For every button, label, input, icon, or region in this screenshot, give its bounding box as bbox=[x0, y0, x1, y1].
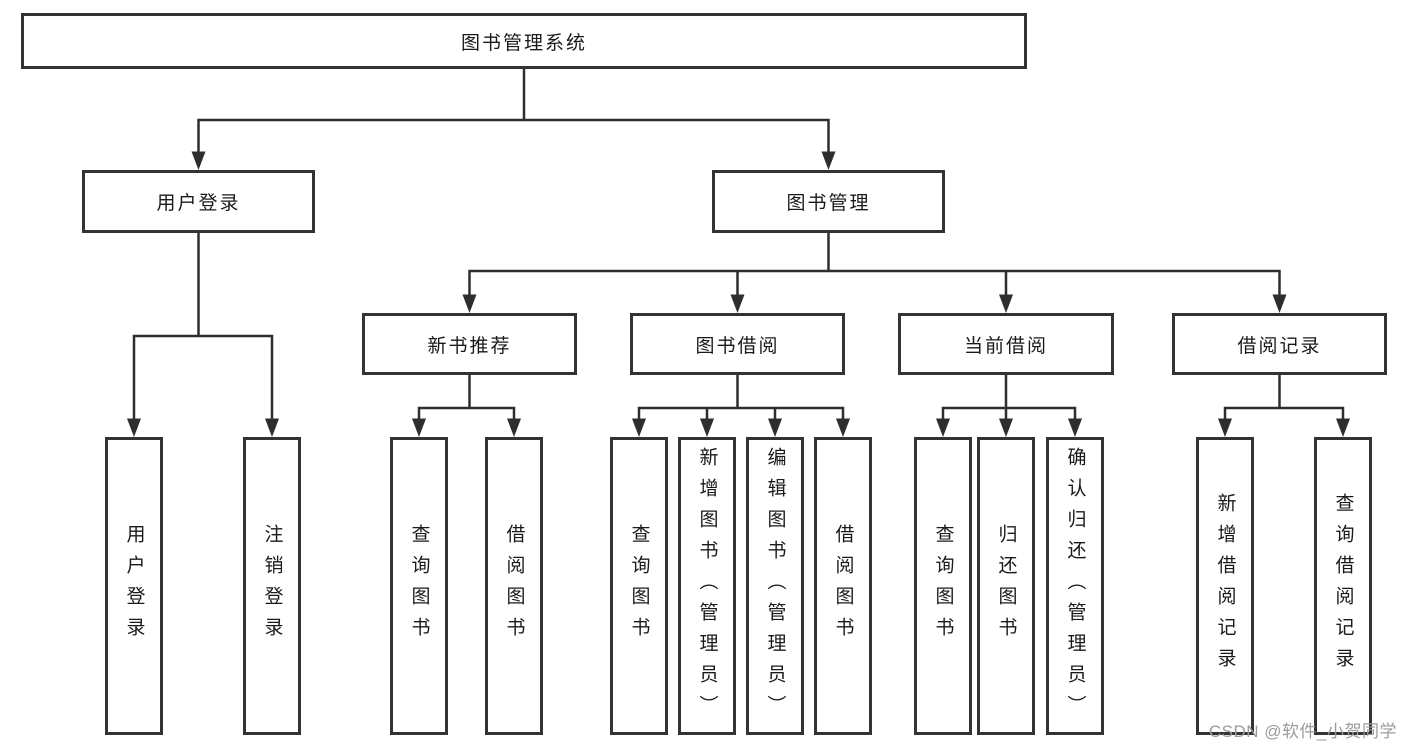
leaf-edit-book-admin: 编辑图书（管理员） bbox=[746, 437, 804, 735]
arrowhead-down-icon bbox=[700, 418, 714, 437]
arrowhead-down-icon bbox=[999, 418, 1013, 437]
arrowhead-down-icon bbox=[730, 294, 745, 313]
watermark-text: CSDN @软件_小贺同学 bbox=[1208, 722, 1397, 741]
arrowhead-down-icon bbox=[632, 418, 646, 437]
arrowhead-down-icon bbox=[821, 151, 836, 170]
arrowhead-down-icon bbox=[412, 418, 426, 437]
arrowhead-down-icon bbox=[1218, 418, 1232, 437]
arrowhead-down-icon bbox=[836, 418, 850, 437]
node-user-login: 用户登录 bbox=[82, 170, 315, 233]
node-new-book-recommend: 新书推荐 bbox=[362, 313, 577, 375]
arrowhead-down-icon bbox=[1068, 418, 1082, 437]
arrowhead-down-icon bbox=[936, 418, 950, 437]
node-book-management: 图书管理 bbox=[712, 170, 945, 233]
arrowhead-down-icon bbox=[1272, 294, 1287, 313]
arrowhead-down-icon bbox=[127, 418, 141, 437]
leaf-query-books-current: 查询图书 bbox=[914, 437, 972, 735]
leaf-add-book-admin: 新增图书（管理员） bbox=[678, 437, 736, 735]
arrowhead-down-icon bbox=[768, 418, 782, 437]
leaf-query-borrow-record: 查询借阅记录 bbox=[1314, 437, 1372, 735]
node-book-borrow: 图书借阅 bbox=[630, 313, 845, 375]
connector-userlogin-to-leaves bbox=[132, 231, 274, 421]
arrowhead-down-icon bbox=[999, 294, 1013, 313]
leaf-confirm-return-admin: 确认归还（管理员） bbox=[1046, 437, 1104, 735]
arrowhead-down-icon bbox=[191, 151, 206, 170]
leaf-logout: 注销登录 bbox=[243, 437, 301, 735]
leaf-borrow-books-borrow: 借阅图书 bbox=[814, 437, 872, 735]
node-root: 图书管理系统 bbox=[21, 13, 1027, 69]
leaf-query-books-borrow: 查询图书 bbox=[610, 437, 668, 735]
connector-groups-to-leaves bbox=[417, 373, 1345, 422]
node-borrow-records: 借阅记录 bbox=[1172, 313, 1387, 375]
arrowhead-down-icon bbox=[1336, 418, 1350, 437]
leaf-add-borrow-record: 新增借阅记录 bbox=[1196, 437, 1254, 735]
arrowhead-down-icon bbox=[462, 294, 477, 313]
node-current-borrow: 当前借阅 bbox=[898, 313, 1114, 375]
leaf-user-login: 用户登录 bbox=[105, 437, 163, 735]
leaf-query-books-recommend: 查询图书 bbox=[390, 437, 448, 735]
arrowhead-down-icon bbox=[265, 418, 279, 437]
arrowheads bbox=[127, 151, 1350, 437]
leaf-borrow-books-recommend: 借阅图书 bbox=[485, 437, 543, 735]
arrowhead-down-icon bbox=[507, 418, 521, 437]
connector-root-to-level2 bbox=[197, 67, 830, 154]
leaf-return-book: 归还图书 bbox=[977, 437, 1035, 735]
connector-bookmgmt-to-level3 bbox=[468, 231, 1281, 297]
